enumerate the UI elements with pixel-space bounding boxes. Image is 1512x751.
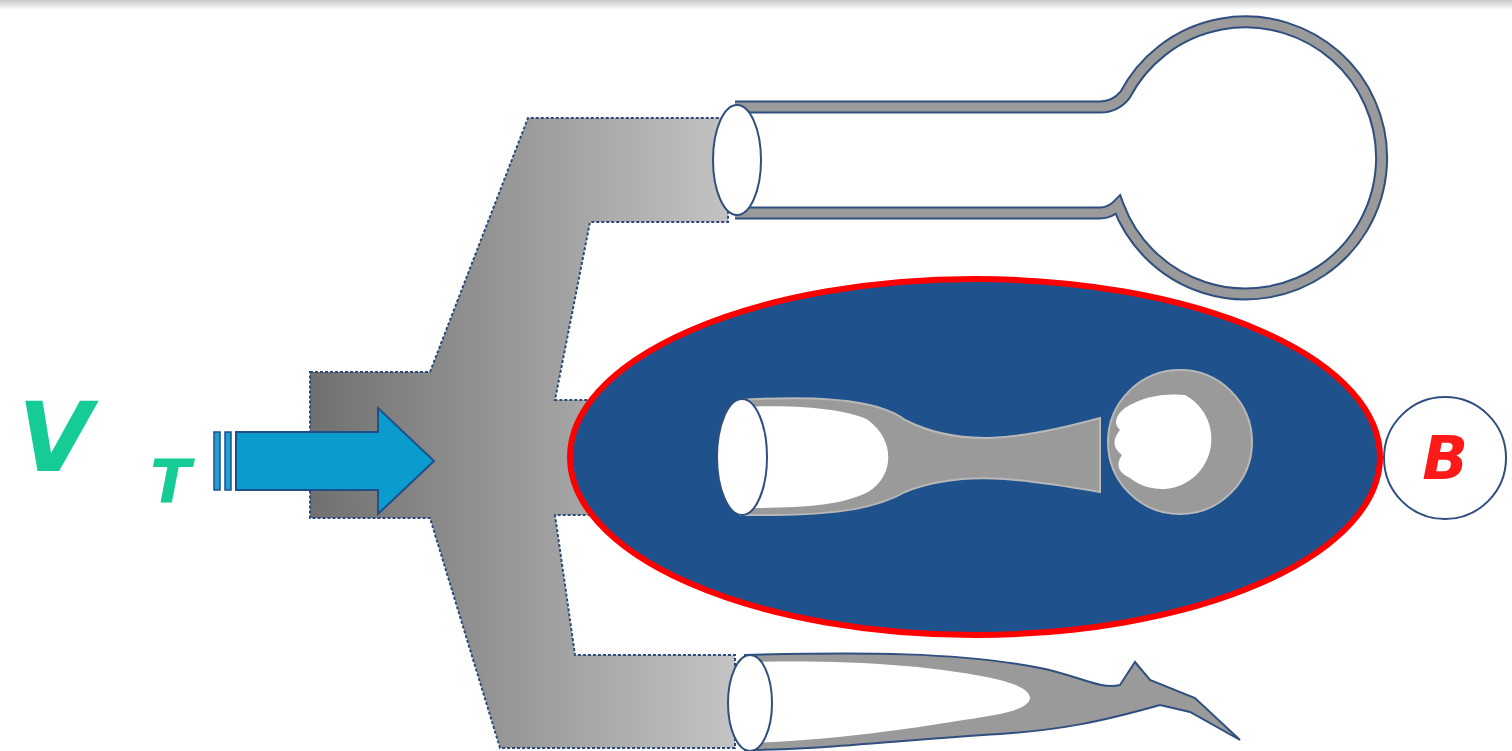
- alveolus-wall: [745, 653, 1240, 750]
- alveolus-lumen: [752, 662, 1030, 743]
- alveolus-wall: [735, 22, 1382, 294]
- top-shade: [0, 0, 1512, 10]
- alveolus-wall: [735, 22, 1382, 294]
- arrow-bar: [225, 432, 231, 490]
- label-circle: B: [1382, 395, 1508, 521]
- airway-opening: [713, 105, 761, 215]
- arrow-bar: [214, 432, 220, 490]
- flow-arrow: [236, 408, 434, 514]
- alveolus-lumen: [1114, 395, 1211, 490]
- alveolus-wall: [1108, 370, 1252, 514]
- volume-symbol: V: [18, 390, 92, 486]
- circle-outline: [1384, 397, 1506, 519]
- airway-opening: [717, 399, 767, 515]
- lung-region: [570, 279, 1380, 635]
- alveolus-wall: [740, 398, 1100, 515]
- airway-opening: [728, 655, 772, 751]
- volume-subscript: T: [150, 452, 191, 512]
- circle-label: B: [1422, 428, 1468, 488]
